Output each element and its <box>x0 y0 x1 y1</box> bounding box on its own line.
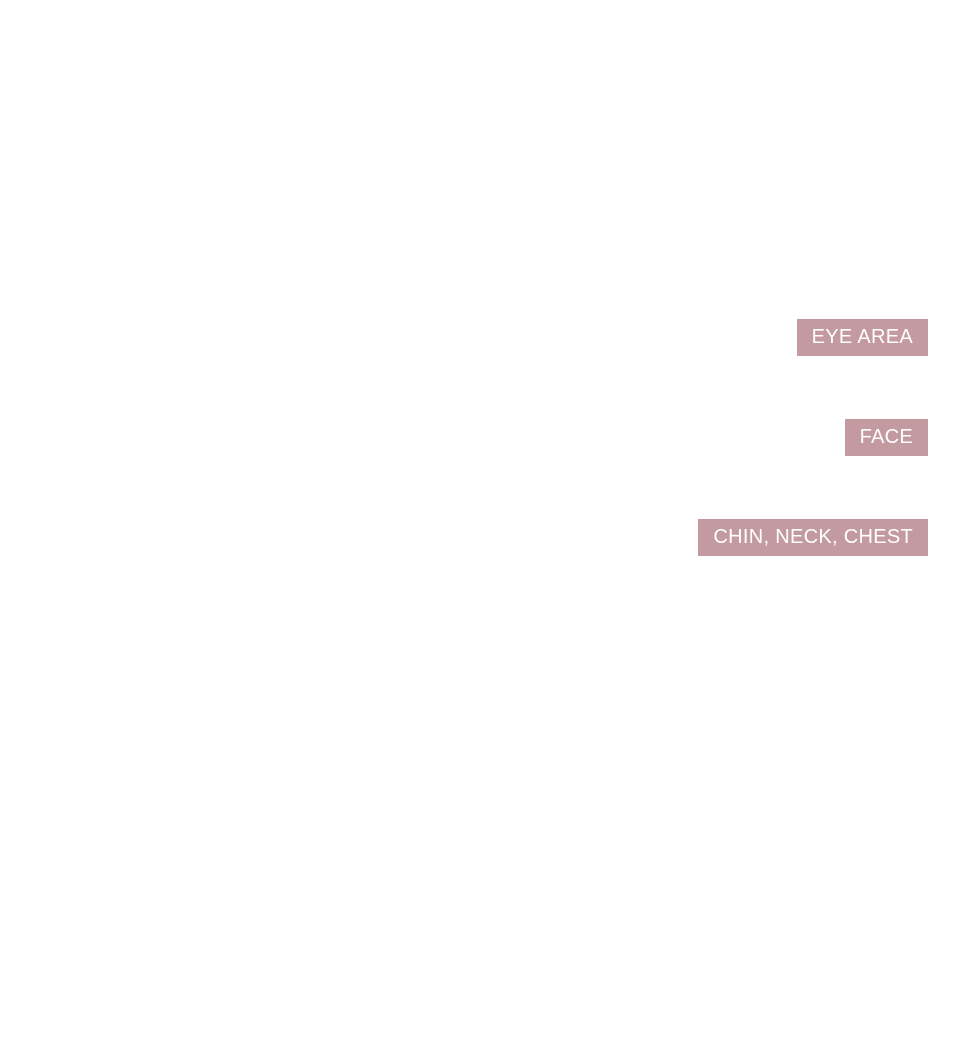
eye-area-label[interactable]: EYE AREA <box>796 319 928 356</box>
chin-neck-chest-label[interactable]: CHIN, NECK, CHEST <box>698 519 928 556</box>
face-label[interactable]: FACE <box>844 419 928 456</box>
